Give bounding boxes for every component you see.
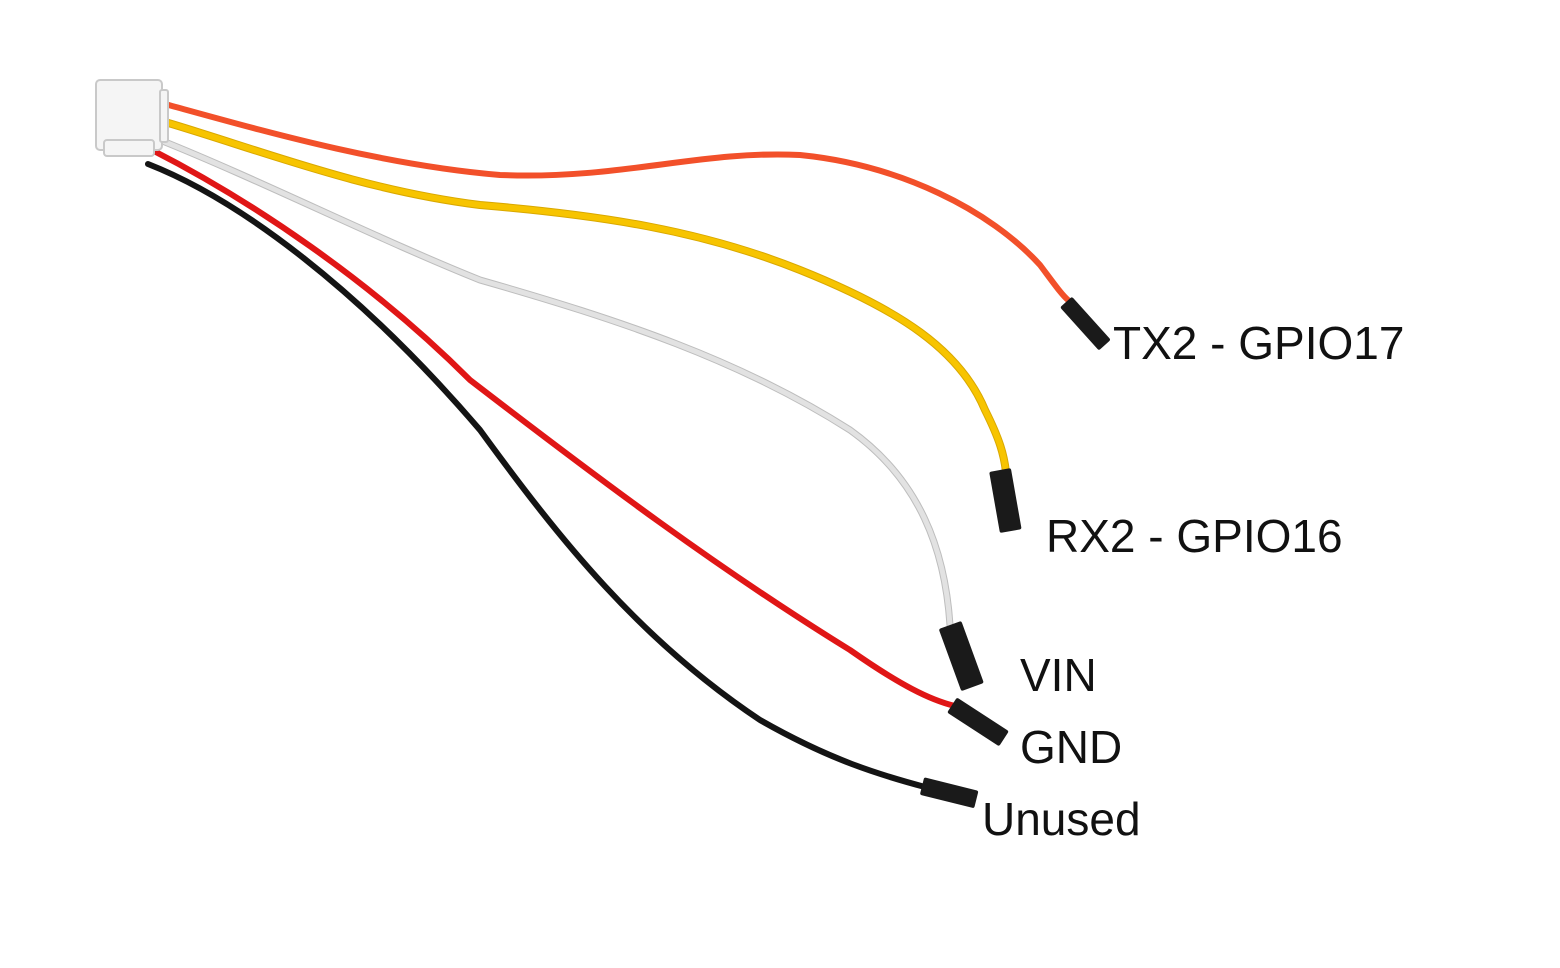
- dupont-vin: [939, 621, 984, 691]
- wire-gnd-red: [149, 147, 958, 709]
- wire-tx2-orange: [162, 101, 1071, 303]
- label-vin: VIN: [1020, 649, 1097, 701]
- dupont-unused: [920, 777, 979, 808]
- jst-connector: [95, 79, 169, 157]
- connector-lip: [103, 139, 155, 157]
- connector-latch: [159, 89, 169, 143]
- label-tx2-gpio17: TX2 - GPIO17: [1113, 317, 1405, 369]
- dupont-gnd: [947, 698, 1009, 746]
- wire-rx2-yellow: [162, 119, 1009, 475]
- label-rx2-gpio16: RX2 - GPIO16: [1046, 510, 1343, 562]
- wire-vin-white: [157, 137, 953, 628]
- dupont-rx2: [989, 468, 1022, 533]
- wire-unused-black: [145, 161, 928, 790]
- dupont-tx2: [1060, 297, 1110, 350]
- label-unused: Unused: [982, 793, 1141, 845]
- label-gnd: GND: [1020, 721, 1123, 773]
